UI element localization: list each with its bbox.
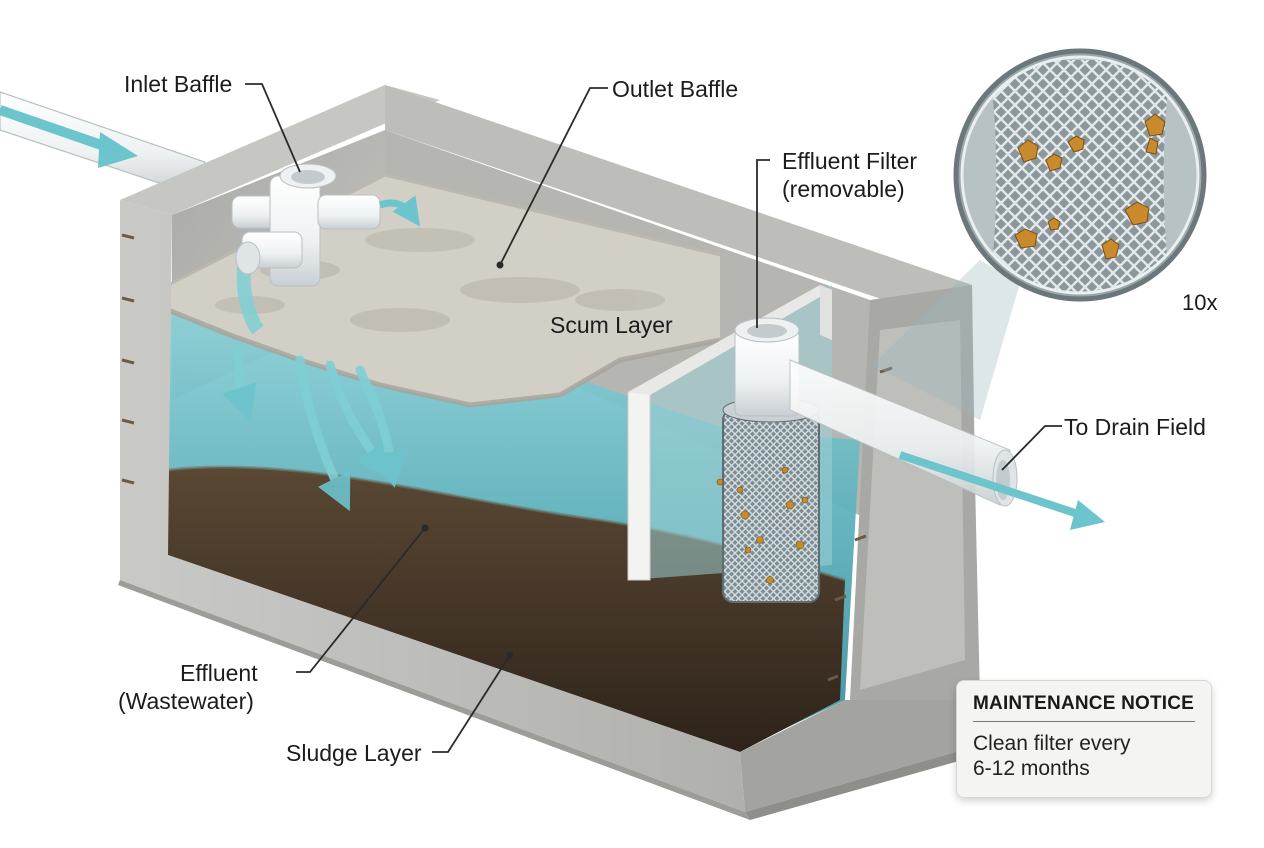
flow-arrow-icon xyxy=(0,105,112,153)
notice-body-line2: 6-12 months xyxy=(973,757,1090,780)
flow-arrows xyxy=(222,345,408,512)
flow-arrow-icon xyxy=(898,451,1092,522)
label-to-drain-field: To Drain Field xyxy=(1064,414,1206,440)
notice-body: Clean filter every 6-12 months xyxy=(973,731,1195,781)
label-inlet-baffle: Inlet Baffle xyxy=(124,71,233,97)
label-effluent: Effluent xyxy=(180,660,258,686)
maintenance-notice: MAINTENANCE NOTICE Clean filter every 6-… xyxy=(956,680,1212,798)
leader-drain-field xyxy=(1001,425,1062,471)
magnifier-icon xyxy=(872,48,1207,420)
leader-inlet-baffle xyxy=(245,83,301,173)
label-effluent-filter: Effluent Filter xyxy=(782,148,918,174)
label-outlet-baffle: Outlet Baffle xyxy=(612,76,739,102)
leader-effluent-filter xyxy=(756,159,770,328)
leader-lines xyxy=(245,83,1062,753)
notice-title: MAINTENANCE NOTICE xyxy=(973,693,1195,722)
inlet-baffle-tee xyxy=(231,163,421,335)
label-magnification: 10x xyxy=(1182,290,1218,315)
mesh-filter-icon xyxy=(722,409,820,603)
label-sludge-layer: Sludge Layer xyxy=(286,740,422,766)
label-scum-layer: Scum Layer xyxy=(550,312,673,338)
notice-body-line1: Clean filter every xyxy=(973,732,1131,755)
leader-sludge xyxy=(432,654,511,753)
leader-effluent xyxy=(296,527,426,673)
leader-outlet-baffle xyxy=(499,87,608,266)
label-effluent-sub: (Wastewater) xyxy=(118,688,254,714)
inlet-pipe xyxy=(0,91,206,197)
label-effluent-filter-sub: (removable) xyxy=(782,176,905,202)
outlet-baffle-assembly xyxy=(627,285,1105,603)
